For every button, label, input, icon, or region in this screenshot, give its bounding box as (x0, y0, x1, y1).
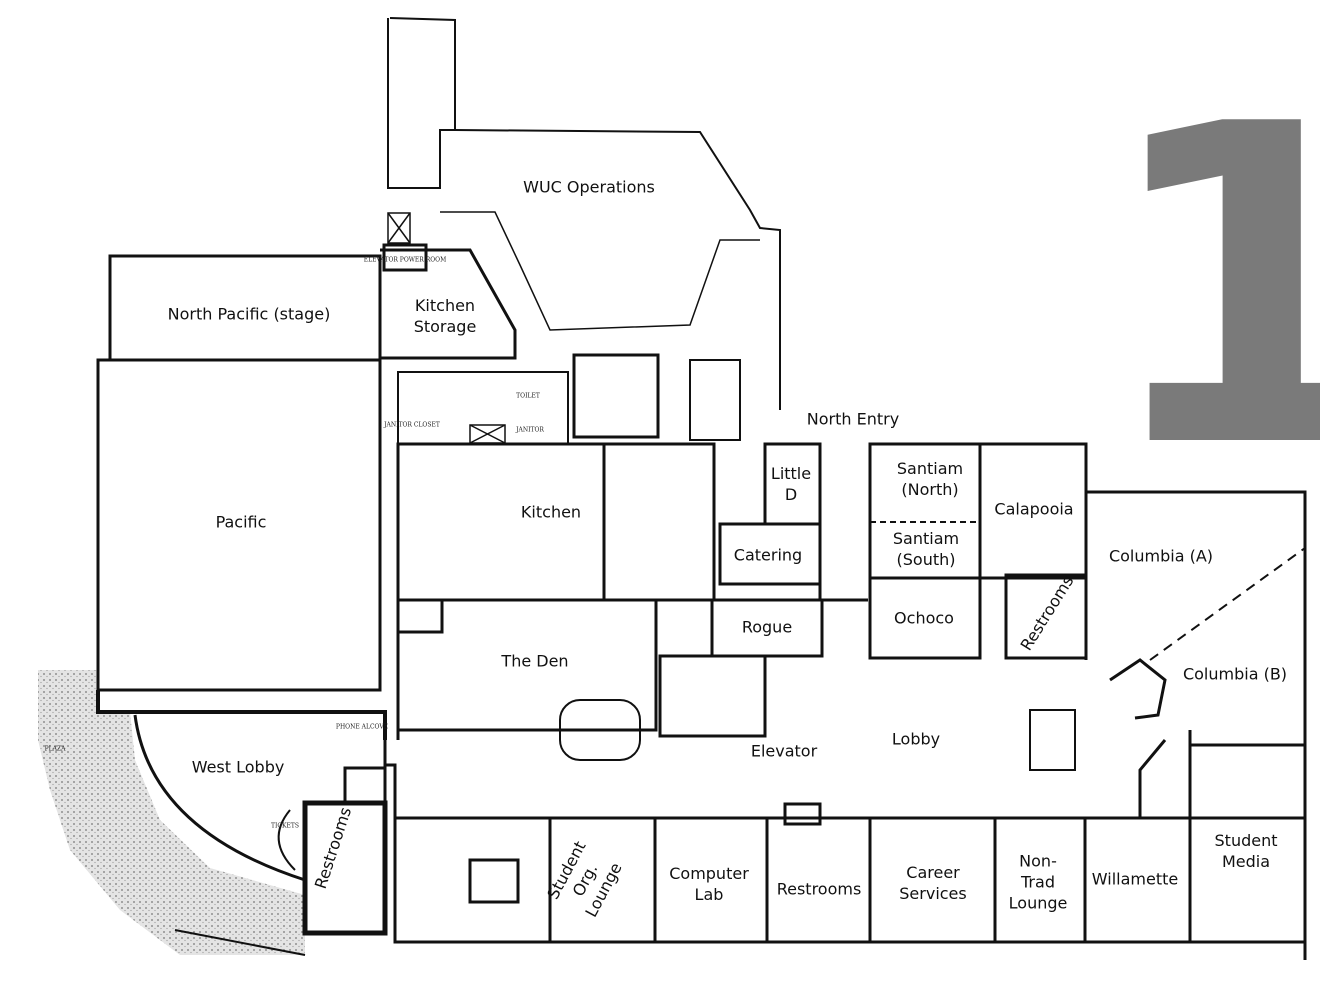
label-line: Storage (413, 317, 477, 336)
plaza-area (38, 670, 306, 956)
label-line: Kitchen (414, 296, 476, 315)
room-columbia-a[interactable]: Columbia (A) (1108, 546, 1214, 566)
label-line: Trad (1021, 872, 1055, 892)
label-tickets: TICKETS (271, 822, 299, 830)
room-north-pacific[interactable]: North Pacific (stage) (167, 304, 331, 324)
room-ochoco[interactable]: Ochoco (894, 608, 954, 628)
room-santiam-north[interactable]: Santiam (North) (897, 458, 963, 500)
room-willamette[interactable]: Willamette (1091, 869, 1179, 889)
label-line: (North) (901, 480, 959, 499)
north-entry[interactable]: North Entry (806, 409, 900, 429)
room-columbia-b[interactable]: Columbia (B) (1182, 664, 1288, 684)
room-catering[interactable]: Catering (733, 545, 803, 565)
room-calapooia[interactable]: Calapooia (994, 499, 1074, 519)
label-janitor-closet: JANITOR CLOSET (384, 421, 440, 429)
room-restrooms-south[interactable]: Restrooms (776, 879, 862, 899)
elevator[interactable]: Elevator (750, 741, 818, 761)
label-line: Student (1214, 831, 1278, 850)
room-the-den[interactable]: The Den (501, 651, 569, 671)
room-santiam-south[interactable]: Santiam (South) (893, 528, 959, 570)
label-line: Media (1221, 852, 1271, 871)
label-line: Santiam (892, 529, 960, 548)
label-line: Little (770, 464, 812, 483)
room-lobby[interactable]: Lobby (891, 729, 941, 749)
label-toilet: TOILET (516, 392, 540, 400)
label-line: Lab (694, 885, 724, 904)
label-elevator-power-room: ELEVATOR POWER ROOM (363, 256, 447, 264)
room-kitchen[interactable]: Kitchen (520, 502, 582, 522)
label-line: Computer (669, 864, 749, 883)
room-pacific[interactable]: Pacific (215, 512, 267, 532)
label-line: Santiam (896, 459, 964, 478)
label-line: Lounge (1008, 893, 1068, 913)
label-line: D (784, 485, 798, 504)
room-rogue[interactable]: Rogue (741, 617, 793, 637)
label-line: Non- (1019, 851, 1057, 871)
room-west-lobby[interactable]: West Lobby (191, 757, 285, 777)
label-line: (South) (896, 550, 956, 569)
label-janitor: JANITOR (516, 426, 544, 434)
room-wuc-operations[interactable]: WUC Operations (523, 177, 655, 197)
elevator-shafts (387, 212, 506, 444)
label-plaza: PLAZA (44, 745, 66, 753)
label-line: Career (906, 863, 960, 882)
walls (96, 17, 1307, 960)
label-phone-alcove: PHONE ALCOVE (335, 723, 389, 731)
floor-number: 1 (1098, 32, 1320, 544)
label-line: Services (899, 884, 967, 903)
